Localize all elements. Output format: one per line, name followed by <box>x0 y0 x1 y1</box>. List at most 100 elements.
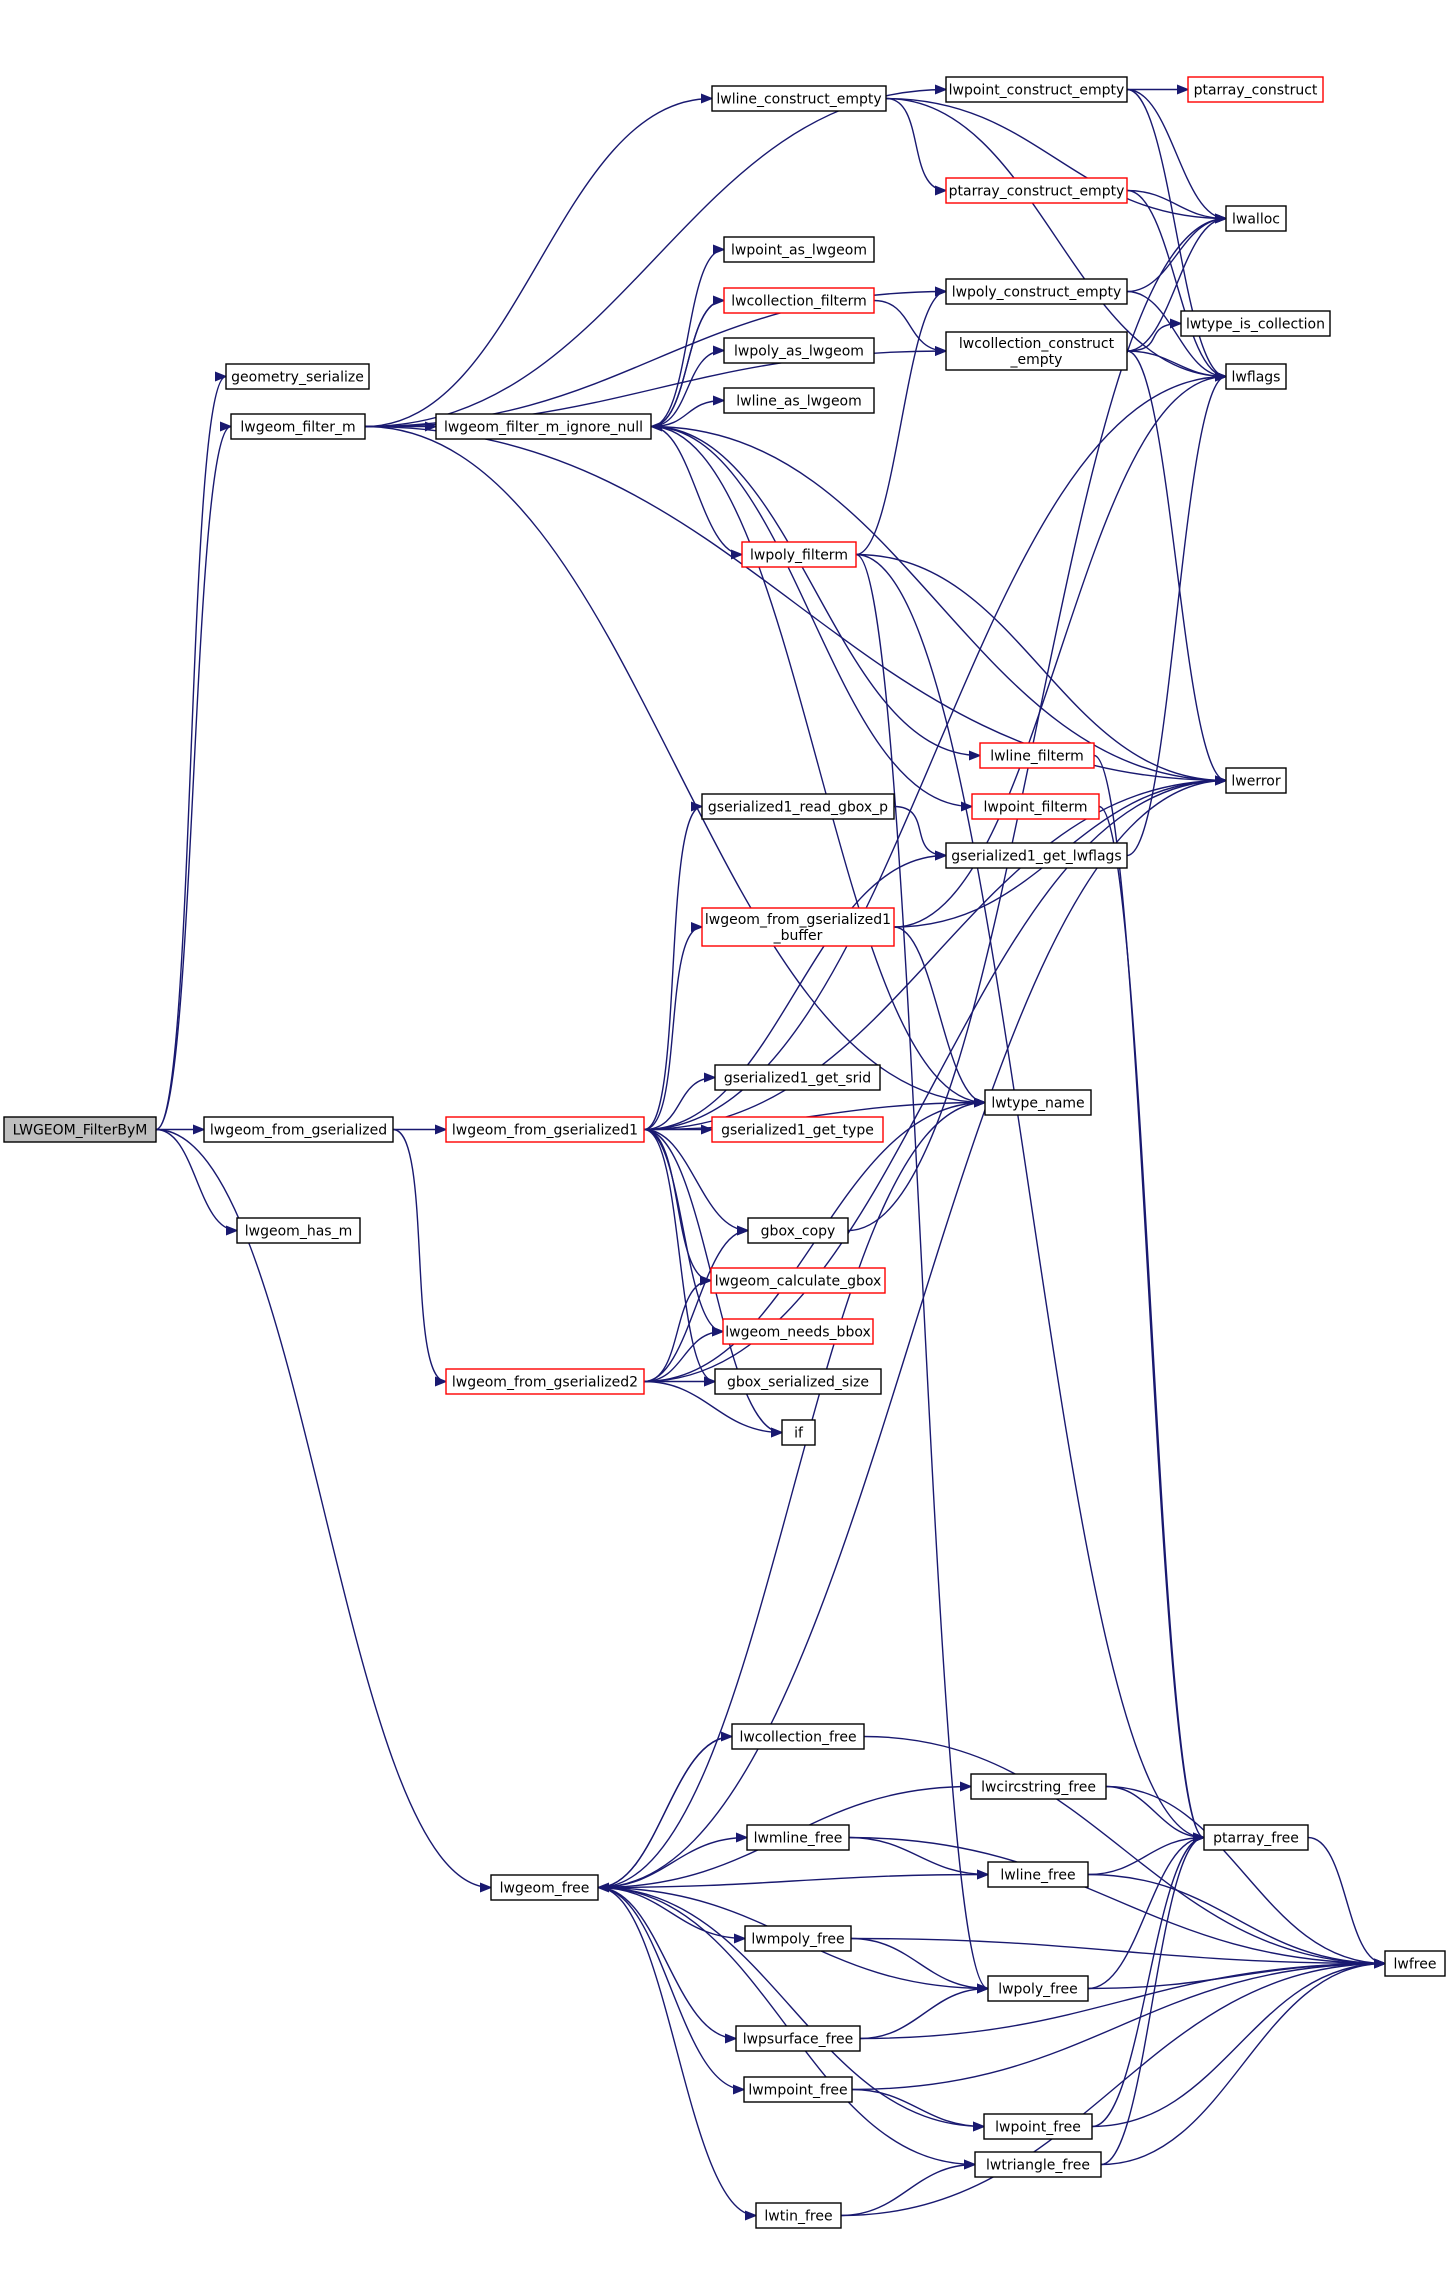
edge-lwcollection-filterm-to-lwgeom-filter-m-ignore-null <box>650 299 725 427</box>
edge-lwgeom-filter-m-ignore-null-to-lwerror <box>650 425 1226 781</box>
nodes-layer: LWGEOM_FilterByM geometry_serializelwgeom… <box>3 76 1446 2229</box>
node-lwerror[interactable]: lwerror <box>1225 767 1287 794</box>
node-label: lwgeom_from_gserialized1_buffer <box>705 912 891 944</box>
node-gserialized1-get-type[interactable]: gserialized1_get_type <box>711 1116 884 1143</box>
node-label: lwerror <box>1231 774 1280 790</box>
node-lwmpoint-free[interactable]: lwmpoint_free <box>743 2076 853 2103</box>
edge-lwpoly-filterm-to-lwpoly-construct-empty <box>855 292 947 556</box>
node-lwline-construct-empty[interactable]: lwline_construct_empty <box>711 85 887 112</box>
node-ptarray-construct[interactable]: ptarray_construct <box>1187 76 1324 103</box>
node-geometry-serialize[interactable]: geometry_serialize <box>225 363 370 390</box>
node-lwpoly-free[interactable]: lwpoly_free <box>987 1975 1089 2002</box>
node-lwgeom-needs-bbox[interactable]: lwgeom_needs_bbox <box>722 1318 874 1345</box>
node-gserialized1-get-srid[interactable]: gserialized1_get_srid <box>714 1064 881 1091</box>
node-ptarray-free[interactable]: ptarray_free <box>1203 1824 1309 1851</box>
node-label-line: lwerror <box>1231 774 1280 790</box>
node-lwcollection-construct-empty[interactable]: lwcollection_construct_empty <box>945 331 1128 371</box>
node-lwcollection-free[interactable]: lwcollection_free <box>731 1723 865 1750</box>
node-lwgeom-from-gserialized[interactable]: lwgeom_from_gserialized <box>203 1116 394 1143</box>
node-label: lwcollection_free <box>739 1730 856 1746</box>
edge-lwgeom-from-gserialized1-to-lwerror <box>643 781 1226 1131</box>
node-box <box>1225 767 1287 794</box>
node-label: gbox_serialized_size <box>727 1375 869 1391</box>
node-lwgeom-filter-m[interactable]: lwgeom_filter_m <box>230 413 366 440</box>
node-lwmline-free[interactable]: lwmline_free <box>746 1824 850 1851</box>
node-box <box>723 337 875 364</box>
node-lwpoint-free[interactable]: lwpoint_free <box>983 2113 1093 2140</box>
edge-lwgeom-from-gserialized1-buffer-to-lwflags <box>893 377 1226 928</box>
node-lwline-as-lwgeom[interactable]: lwline_as_lwgeom <box>723 387 875 414</box>
node-lwgeom-filter-m-ignore-null[interactable]: lwgeom_filter_m_ignore_null <box>435 413 652 440</box>
node-label-line: lwpoint_free <box>995 2120 1081 2136</box>
node-lwpsurface-free[interactable]: lwpsurface_free <box>735 2025 861 2052</box>
node-box <box>236 1217 361 1244</box>
node-if[interactable]: if <box>781 1419 816 1446</box>
node-lwgeom-from-gserialized1[interactable]: lwgeom_from_gserialized1 <box>445 1116 645 1143</box>
node-lwtype-is-collection[interactable]: lwtype_is_collection <box>1180 310 1331 337</box>
node-label: gserialized1_get_lwflags <box>951 849 1121 865</box>
node-lwgeom-calculate-gbox[interactable]: lwgeom_calculate_gbox <box>710 1267 886 1294</box>
edge-lwgeom-filterbym-to-geometry-serialize <box>155 377 227 1131</box>
node-lwpoly-as-lwgeom[interactable]: lwpoly_as_lwgeom <box>723 337 875 364</box>
node-lwpoint-as-lwgeom[interactable]: lwpoint_as_lwgeom <box>723 236 875 263</box>
edge-lwgeom-filter-m-ignore-null-to-lwpoint-filterm <box>650 425 972 807</box>
node-lwpoly-construct-empty[interactable]: lwpoly_construct_empty <box>945 278 1128 305</box>
node-box <box>435 413 652 440</box>
edge-lwcollection-filterm-to-lwcollection-construct-empty <box>873 299 946 352</box>
node-box <box>445 1116 645 1143</box>
node-label-line: lwpoly_filterm <box>750 548 848 564</box>
node-lwgeom-free[interactable]: lwgeom_free <box>490 1874 599 1901</box>
node-lwtype-name[interactable]: lwtype_name <box>984 1089 1092 1116</box>
node-lwgeom-filterbym[interactable]: LWGEOM_FilterByM <box>3 1116 157 1143</box>
node-label-line: lwcollection_free <box>739 1730 856 1746</box>
node-lwpoint-construct-empty[interactable]: lwpoint_construct_empty <box>945 76 1128 103</box>
edge-lwgeom-free-to-lwtin-free <box>597 1886 756 2216</box>
node-label-line: lwmpoly_free <box>751 1932 844 1948</box>
node-ptarray-construct-empty[interactable]: ptarray_construct_empty <box>945 177 1128 204</box>
node-lwline-free[interactable]: lwline_free <box>987 1861 1089 1888</box>
node-gbox-serialized-size[interactable]: gbox_serialized_size <box>714 1368 882 1395</box>
node-label: lwtype_is_collection <box>1186 317 1325 333</box>
node-lwfree[interactable]: lwfree <box>1384 1950 1446 1977</box>
node-box <box>711 1116 884 1143</box>
node-lwflags[interactable]: lwflags <box>1225 363 1287 390</box>
node-lwcollection-filterm[interactable]: lwcollection_filterm <box>723 287 875 314</box>
edge-gserialized1-get-lwflags-to-lwflags <box>1126 377 1227 857</box>
edge-lwgeom-filterbym-to-lwgeom-free <box>155 1128 491 1888</box>
node-label-line: lwpoint_construct_empty <box>949 83 1125 99</box>
node-lwline-filterm[interactable]: lwline_filterm <box>979 742 1095 769</box>
edge-lwgeom-free-to-lwpoint-free <box>597 1886 984 2127</box>
node-label: geometry_serialize <box>231 370 364 386</box>
edge-lwcollection-construct-empty-to-lwflags <box>1126 350 1226 377</box>
node-lwgeom-from-gserialized2[interactable]: lwgeom_from_gserialized2 <box>445 1368 645 1395</box>
node-box <box>984 1089 1092 1116</box>
node-lwpoint-filterm[interactable]: lwpoint_filterm <box>971 793 1100 820</box>
node-label-line: lwmpoint_free <box>748 2083 847 2099</box>
node-lwmpoly-free[interactable]: lwmpoly_free <box>744 1925 852 1952</box>
node-lwgeom-from-gserialized1-buffer[interactable]: lwgeom_from_gserialized1_buffer <box>701 907 895 947</box>
edge-lwtin-free-to-lwfree <box>840 1964 1385 2217</box>
node-box <box>741 541 857 568</box>
node-label-line: lwgeom_has_m <box>245 1224 352 1240</box>
node-box <box>744 1925 852 1952</box>
edge-ptarray-construct-empty-to-lwalloc <box>1126 189 1226 219</box>
node-label-line: lwflags <box>1232 370 1281 386</box>
node-lwalloc[interactable]: lwalloc <box>1225 205 1287 232</box>
node-label-line: lwline_free <box>1000 1868 1075 1884</box>
node-box <box>1225 363 1287 390</box>
node-gbox-copy[interactable]: gbox_copy <box>747 1217 849 1244</box>
node-lwgeom-has-m[interactable]: lwgeom_has_m <box>236 1217 361 1244</box>
node-lwpoly-filterm[interactable]: lwpoly_filterm <box>741 541 857 568</box>
node-gserialized1-read-gbox-p[interactable]: gserialized1_read_gbox_p <box>701 793 895 820</box>
node-label: lwpoint_as_lwgeom <box>731 243 867 259</box>
node-label-line: gbox_serialized_size <box>727 1375 869 1391</box>
edge-lwgeom-from-gserialized1-to-lwgeom-needs-bbox <box>643 1128 724 1332</box>
node-label: lwpoly_as_lwgeom <box>734 344 864 360</box>
node-lwtriangle-free[interactable]: lwtriangle_free <box>974 2151 1102 2178</box>
node-label-line: lwgeom_filter_m_ignore_null <box>444 420 643 436</box>
node-lwcircstring-free[interactable]: lwcircstring_free <box>970 1773 1107 1800</box>
node-gserialized1-get-lwflags[interactable]: gserialized1_get_lwflags <box>945 842 1128 869</box>
node-lwtin-free[interactable]: lwtin_free <box>755 2202 842 2229</box>
edge-lwgeom-from-gserialized1-to-gserialized1-get-srid <box>643 1078 715 1131</box>
edge-lwpoint-construct-empty-to-lwflags <box>1126 88 1227 377</box>
